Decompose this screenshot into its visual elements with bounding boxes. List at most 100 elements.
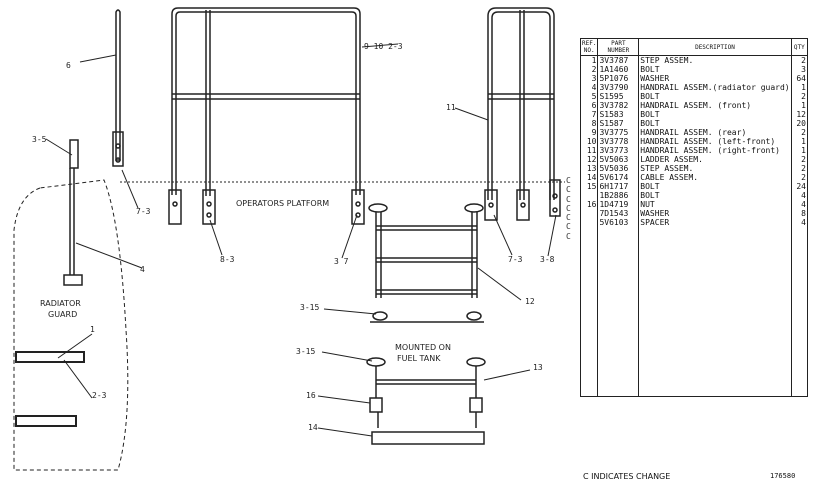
change-mark: C xyxy=(566,222,571,232)
cell-desc: HANDRAIL ASSEM. (left-front) xyxy=(638,137,792,146)
cell-desc: WASHER xyxy=(638,209,792,218)
callout-13: 13 xyxy=(533,363,543,372)
change-mark: C xyxy=(566,185,571,195)
cell-ref: 1 xyxy=(579,55,599,65)
step-assembly-fuel-tank xyxy=(366,357,486,445)
cell-part: 3V3773 xyxy=(597,146,640,155)
handrail-right-front xyxy=(484,7,561,221)
callout-9: 9 10 2-3 xyxy=(364,42,403,51)
callout-3-8: 3-8 xyxy=(540,255,555,264)
cell-ref: 11 xyxy=(579,146,599,155)
cell-part: S1587 xyxy=(597,119,640,128)
cell-desc: HANDRAIL ASSEM.(radiator guard) xyxy=(638,83,792,92)
cell-ref xyxy=(579,209,599,218)
cell-qty: 1 xyxy=(790,146,809,155)
callout-7-3-right: 7-3 xyxy=(508,255,523,264)
radiator-guard-outline xyxy=(13,179,129,471)
cell-ref: 9 xyxy=(579,128,599,137)
callout-12: 12 xyxy=(525,297,535,306)
callout-4: 4 xyxy=(140,265,145,274)
callout-6: 6 xyxy=(66,61,71,70)
cell-qty: 1 xyxy=(790,101,809,110)
ladder xyxy=(368,203,484,323)
cell-qty: 4 xyxy=(790,191,809,200)
header-part-number: PART NUMBER xyxy=(597,38,640,56)
cell-desc: BOLT xyxy=(638,92,792,101)
cell-ref: 16 xyxy=(579,200,599,209)
header-qty: QTY xyxy=(790,38,809,56)
change-mark: C xyxy=(566,176,571,185)
cell-desc: BOLT xyxy=(638,191,792,200)
cell-part: 5V5063 xyxy=(597,155,640,164)
cell-ref: 12 xyxy=(579,155,599,164)
cell-ref: 4 xyxy=(579,83,599,92)
cell-qty: 2 xyxy=(790,164,809,173)
cell-part: S1595 xyxy=(597,92,640,101)
handrail-radiator-guard xyxy=(63,139,83,286)
callout-1: 1 xyxy=(90,325,95,334)
cell-qty: 2 xyxy=(790,155,809,164)
change-mark: C xyxy=(566,194,571,204)
cell-part: 3V3778 xyxy=(597,137,640,146)
callout-8-3: 8-3 xyxy=(220,255,235,264)
cell-qty: 8 xyxy=(790,209,809,218)
cell-part: 5V5036 xyxy=(597,164,640,173)
cell-qty: 2 xyxy=(790,92,809,101)
cell-part: 5P1076 xyxy=(597,74,640,83)
cell-qty: 2 xyxy=(790,173,809,182)
cell-part: 5V6103 xyxy=(597,218,640,397)
cell-qty: 2 xyxy=(790,55,809,65)
cell-desc: LADDER ASSEM. xyxy=(638,155,792,164)
callout-16: 16 xyxy=(306,391,316,400)
cell-desc: BOLT xyxy=(638,65,792,74)
cell-desc: HANDRAIL ASSEM. (right-front) xyxy=(638,146,792,155)
step-assembly-2 xyxy=(15,415,77,427)
cell-part: 3V3775 xyxy=(597,128,640,137)
callout-3-15-upper: 3-15 xyxy=(300,303,319,312)
cell-desc: SPACER xyxy=(638,218,792,397)
handrail-front xyxy=(112,9,124,167)
handrail-rear xyxy=(168,7,365,225)
cell-ref: 10 xyxy=(579,137,599,146)
callout-3-7: 3 7 xyxy=(334,257,349,266)
cell-part: 6H1717 xyxy=(597,182,640,191)
radiator-guard-label-2: GUARD xyxy=(48,310,77,319)
cell-desc: BOLT xyxy=(638,119,792,128)
change-mark: C xyxy=(566,203,571,213)
cell-ref xyxy=(579,191,599,200)
cell-qty: 3 xyxy=(790,65,809,74)
callout-3-5: 3-5 xyxy=(32,135,47,144)
cell-part: 5V6174 xyxy=(597,173,640,182)
callout-7-3-left: 7-3 xyxy=(136,207,151,216)
cell-desc: BOLT xyxy=(638,182,792,191)
header-description: DESCRIPTION xyxy=(638,38,792,56)
cell-desc: HANDRAIL ASSEM. (rear) xyxy=(638,128,792,137)
cell-desc: STEP ASSEM. xyxy=(638,55,792,65)
cell-part: 3V3790 xyxy=(597,83,640,92)
cell-qty: 4 xyxy=(790,200,809,209)
cell-part: 1B2886 xyxy=(597,191,640,200)
mounted-on-label-1: MOUNTED ON xyxy=(395,343,451,352)
cell-ref: 7 xyxy=(579,110,599,119)
cell-qty: 1 xyxy=(790,83,809,92)
callout-11: 11 xyxy=(446,103,456,112)
cell-qty: 12 xyxy=(790,110,809,119)
cell-qty: 4 xyxy=(790,218,809,397)
cell-qty: 20 xyxy=(790,119,809,128)
cell-part: 3V3782 xyxy=(597,101,640,110)
